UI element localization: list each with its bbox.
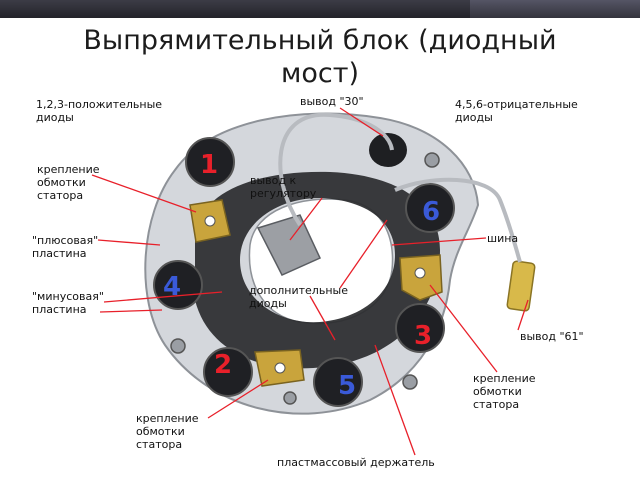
- mount-hole: [170, 338, 186, 354]
- callout-line: [309, 295, 336, 341]
- label-minus-plate-line-2: пластина: [32, 303, 87, 316]
- label-stator-mount-b-line-3: статора: [473, 398, 520, 411]
- label-positive-diodes: 1,2,3-положительные диоды: [36, 98, 162, 124]
- label-stator-mount-b-line-2: обмотки: [473, 385, 522, 398]
- slide-title-line-2: мост): [281, 58, 359, 89]
- diode-2-body: [203, 347, 253, 397]
- label-regulator-output: вывод к регулятору: [250, 174, 316, 200]
- label-extra-diodes-line-2: диоды: [249, 297, 287, 310]
- label-stator-mount-b-line-1: крепление: [473, 372, 536, 385]
- callout-line: [374, 344, 416, 456]
- callout-line: [103, 291, 223, 303]
- top-bar-accent: [470, 0, 640, 18]
- label-plastic-holder: пластмассовый держатель: [277, 456, 435, 469]
- label-stator-mount-top-left: крепление обмотки статора: [37, 163, 100, 202]
- mount-hole: [283, 391, 297, 405]
- slide-title: Выпрямительный блок (диодный мост): [40, 24, 600, 90]
- label-positive-diodes-line-1: 1,2,3-положительные: [36, 98, 163, 111]
- callout-line: [391, 237, 487, 246]
- diode-number-2: 2: [214, 350, 232, 380]
- label-stator-mount-c-line-3: статора: [136, 438, 183, 451]
- terminal-61-connector: [506, 260, 536, 312]
- diode-number-1: 1: [200, 150, 218, 180]
- wire-to-61: [394, 177, 522, 263]
- callout-line: [91, 174, 197, 213]
- label-stator-mount-c-line-2: обмотки: [136, 425, 185, 438]
- brass-terminal-c-hole: [274, 362, 286, 374]
- label-minus-plate: "минусовая" пластина: [32, 290, 104, 316]
- callout-line: [207, 379, 269, 419]
- terminal-30-bolt: [369, 133, 407, 167]
- callout-line: [97, 239, 161, 246]
- label-minus-plate-line-1: "минусовая": [32, 290, 104, 303]
- label-negative-diodes-line-2: диоды: [455, 111, 493, 124]
- label-stator-mount-bottom-left: крепление обмотки статора: [136, 412, 199, 451]
- label-negative-diodes: 4,5,6-отрицательные диоды: [455, 98, 578, 124]
- label-bus: шина: [487, 232, 519, 245]
- plastic-holder-ring: [195, 171, 440, 369]
- slide-top-bar: [0, 0, 640, 18]
- wire-to-regulator: [278, 112, 394, 227]
- label-terminal-30: вывод "30": [300, 95, 364, 108]
- label-stator-mount-a-line-1: крепление: [37, 163, 100, 176]
- diode-number-3: 3: [414, 321, 432, 351]
- label-extra-diodes: дополнительные диоды: [249, 284, 348, 310]
- callout-line: [289, 197, 323, 241]
- callout-line: [99, 309, 163, 313]
- label-plus-plate-line-1: "плюсовая": [32, 234, 99, 247]
- brass-terminal-b-hole: [414, 267, 426, 279]
- label-stator-mount-a-line-2: обмотки: [37, 176, 86, 189]
- diode-number-5: 5: [338, 371, 356, 401]
- label-stator-mount-right: крепление обмотки статора: [473, 372, 536, 411]
- label-stator-mount-a-line-3: статора: [37, 189, 84, 202]
- diode-6-body: [405, 183, 455, 233]
- label-negative-diodes-line-1: 4,5,6-отрицательные: [455, 98, 578, 111]
- label-regulator-line-2: регулятору: [250, 187, 317, 200]
- callout-line: [517, 299, 529, 331]
- label-extra-diodes-line-1: дополнительные: [249, 284, 348, 297]
- label-plus-plate-line-2: пластина: [32, 247, 87, 260]
- label-plus-plate: "плюсовая" пластина: [32, 234, 98, 260]
- diode-3-body: [395, 303, 445, 353]
- diode-number-6: 6: [422, 197, 440, 227]
- callout-line: [429, 284, 498, 373]
- diode-number-4: 4: [163, 272, 181, 302]
- label-stator-mount-c-line-1: крепление: [136, 412, 199, 425]
- mount-hole: [424, 152, 440, 168]
- label-terminal-61: вывод "61": [520, 330, 584, 343]
- mount-hole: [402, 374, 418, 390]
- slide-title-line-1: Выпрямительный блок (диодный: [83, 25, 557, 56]
- regulator-connector: [256, 214, 322, 276]
- label-regulator-line-1: вывод к: [250, 174, 297, 187]
- callout-lines: [91, 107, 529, 456]
- brass-terminal-a-hole: [204, 215, 216, 227]
- callout-line: [339, 219, 388, 289]
- label-positive-diodes-line-2: диоды: [36, 111, 74, 124]
- diode-5-body: [313, 357, 363, 407]
- diode-1-body: [185, 137, 235, 187]
- callout-line: [339, 107, 384, 137]
